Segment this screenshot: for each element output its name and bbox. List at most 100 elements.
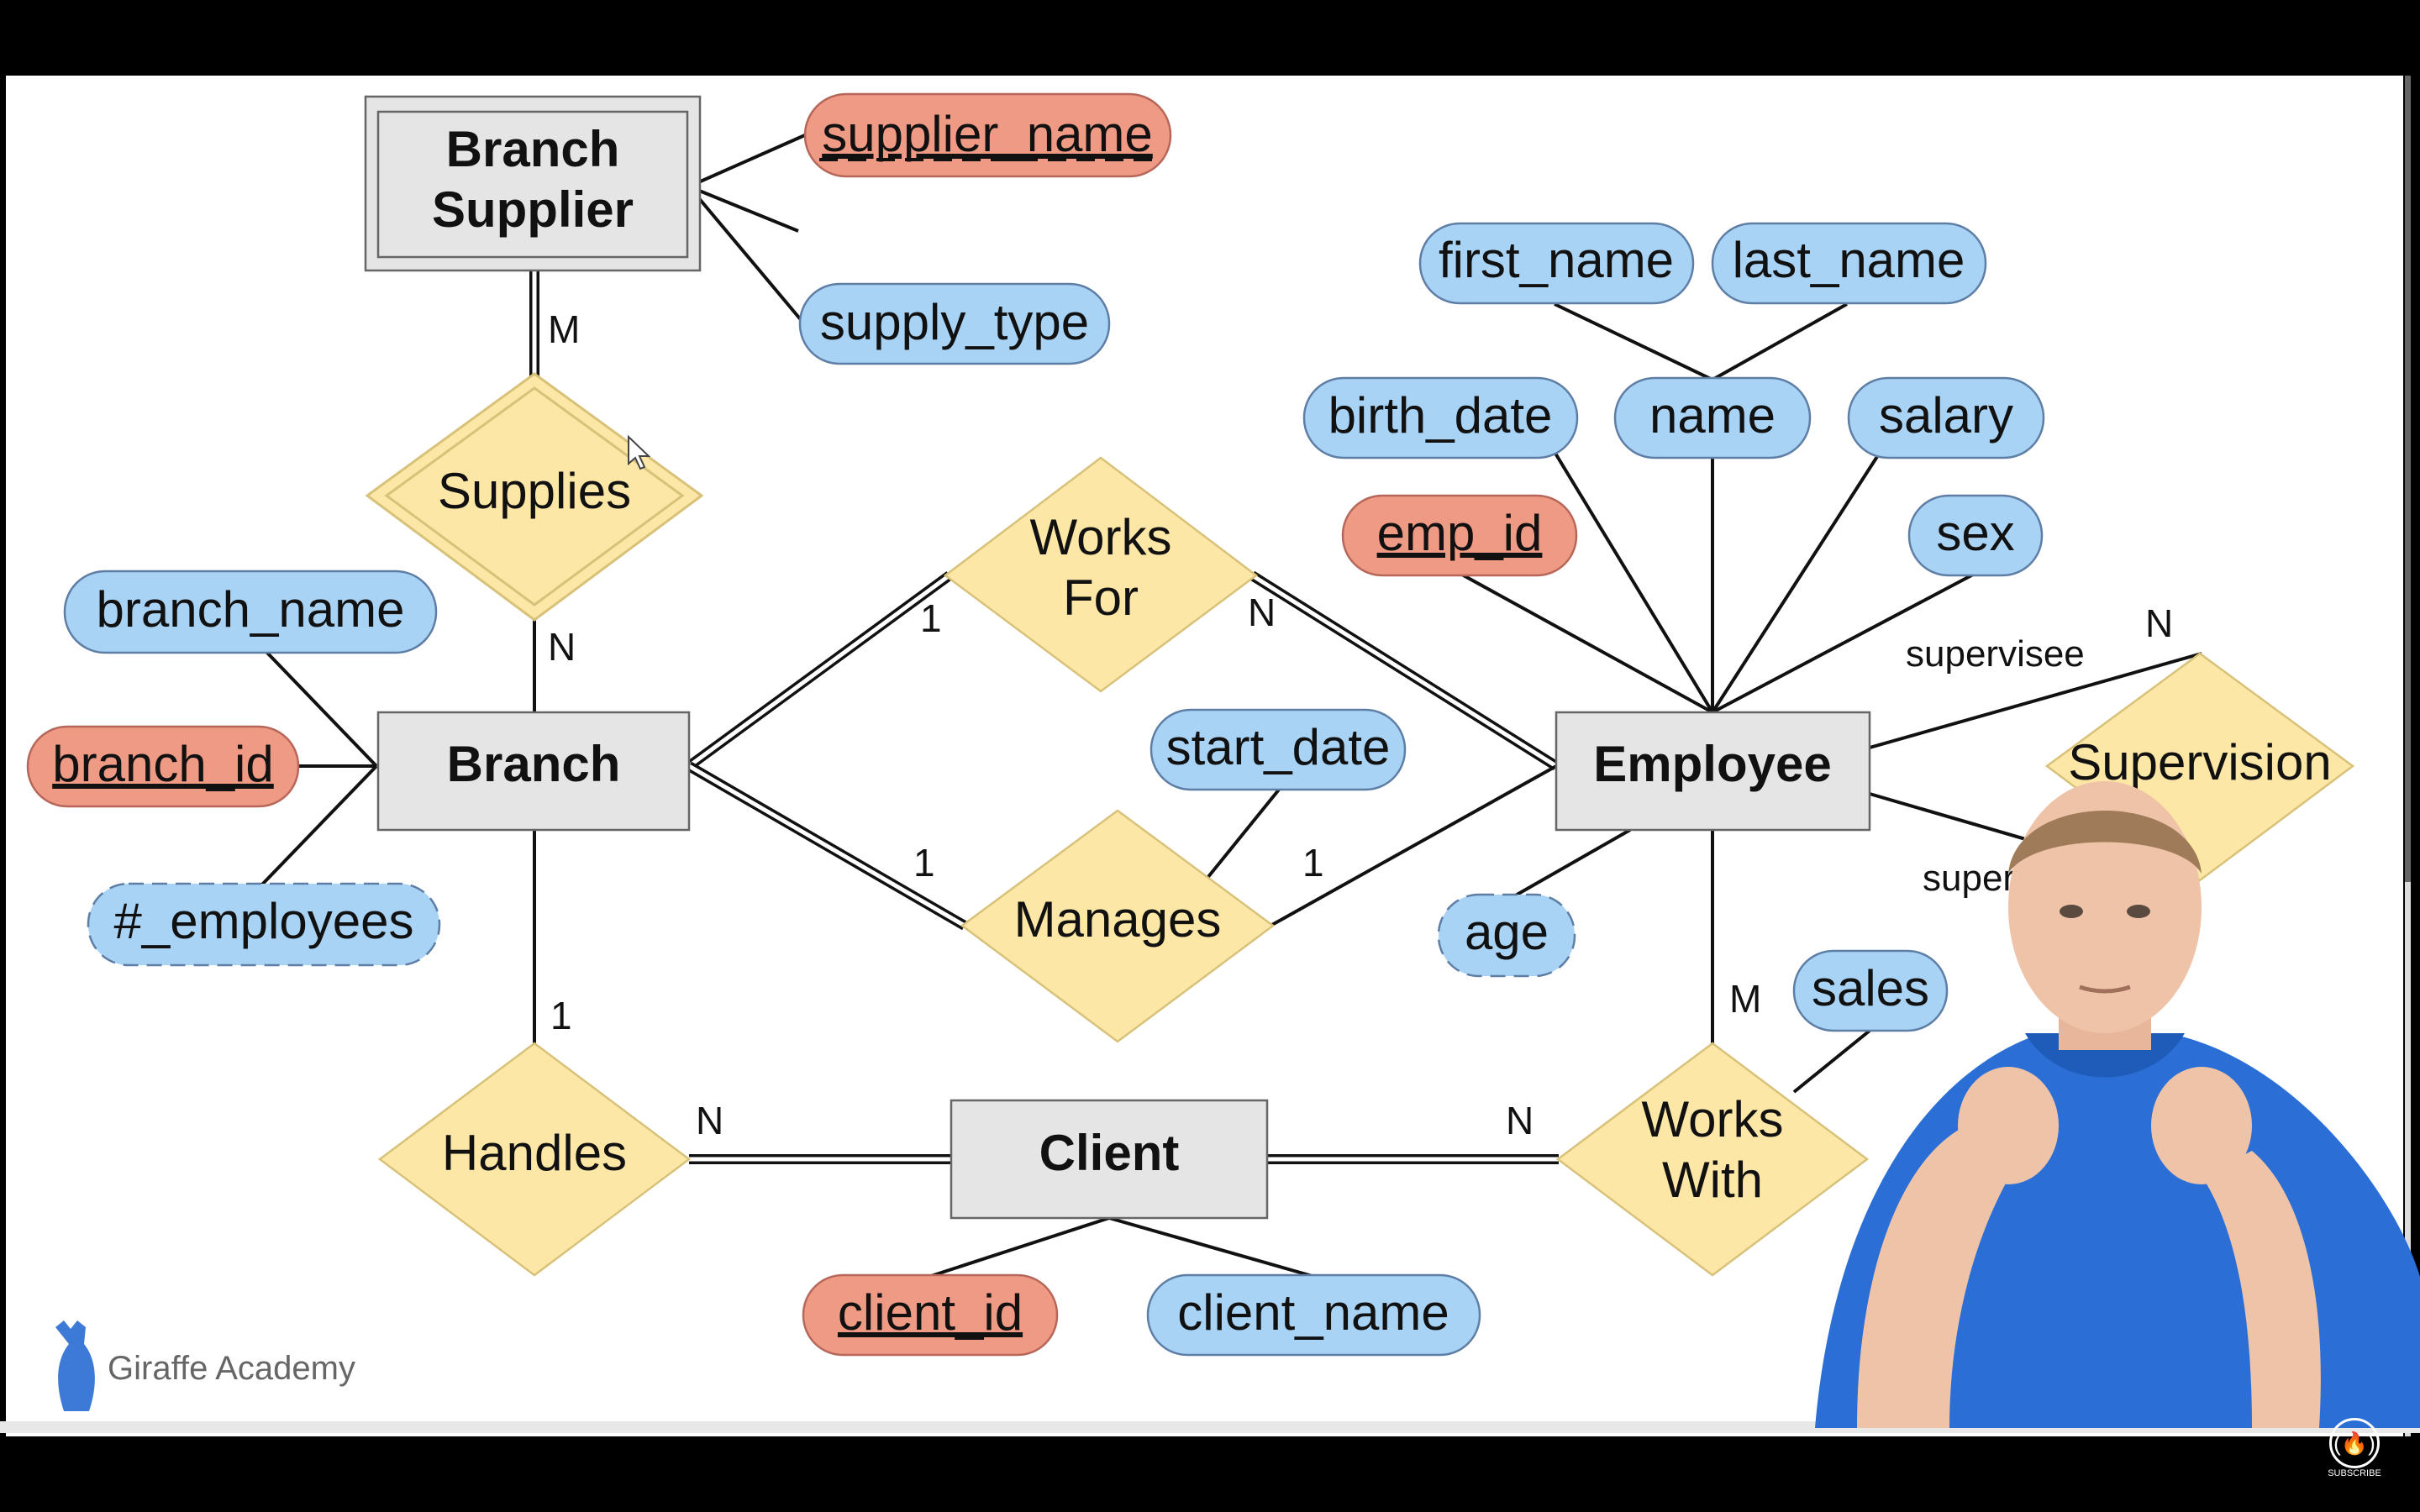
mouse-cursor-icon: [628, 434, 651, 470]
cardinality-supervisee: N: [2145, 601, 2173, 645]
attribute-label: emp_id: [1377, 505, 1543, 561]
attribute-birth-date: birth_date: [1302, 376, 1579, 459]
attribute-age: age: [1437, 893, 1576, 978]
relationship-label: Supervision: [2068, 734, 2332, 790]
attribute-label: start_date: [1166, 719, 1391, 775]
connector-birth-date: [1553, 450, 1714, 714]
attribute-client-name: client_name: [1146, 1273, 1481, 1357]
connector-start-date: [1206, 788, 1281, 879]
connector-client-id: [928, 1216, 1110, 1278]
cardinality-worksfor-employee: N: [1248, 591, 1276, 634]
attribute-start-date: start_date: [1150, 708, 1407, 791]
connector-supplier-name: [688, 133, 808, 188]
relationship-label: With: [1662, 1152, 1763, 1208]
attribute-label: branch_name: [97, 581, 405, 638]
presenter-video-overlay: [1815, 781, 2420, 1428]
attribute-label: first_name: [1439, 232, 1674, 288]
attribute-emp-id: emp_id: [1341, 494, 1578, 577]
relationship-label: Handles: [442, 1125, 627, 1181]
connector-supply-type: [687, 185, 804, 323]
scrollbar[interactable]: [2405, 76, 2411, 1436]
relationship-handles: Handles: [377, 1042, 692, 1277]
attribute-label: birth_date: [1328, 387, 1553, 444]
cardinality-branch-handles: 1: [550, 994, 572, 1037]
giraffe-academy-logo: [55, 1320, 95, 1411]
relationship-supplies: Supplies: [365, 372, 704, 622]
attribute-sales: sales: [1792, 949, 1949, 1032]
relationship-supervision: Supervision: [2044, 652, 2355, 882]
entity-label: Branch: [447, 736, 621, 792]
connector-manages-employee: [1270, 764, 1557, 927]
connector-sex: [1712, 572, 1975, 714]
entity-label: Client: [1039, 1125, 1180, 1181]
connector-age: [1512, 828, 1631, 899]
entity-label: Employee: [1593, 736, 1831, 792]
connector-branch-name: [264, 649, 378, 768]
relationship-works-for: Works For: [943, 456, 1259, 693]
attribute-supplier-name: supplier_name: [803, 92, 1172, 178]
relationship-works-with: Works With: [1555, 1042, 1870, 1277]
relationship-label: Works: [1030, 509, 1172, 565]
connector-first-name: [1554, 302, 1713, 381]
connector-supervisee: [1869, 652, 2202, 749]
entity-branch-supplier: Branch Supplier: [364, 95, 702, 272]
attribute-supply-type: supply_type: [798, 282, 1111, 365]
attribute-branch-id: branch_id: [26, 725, 300, 808]
attribute-label: client_name: [1177, 1284, 1449, 1341]
attribute-label: #_employees: [114, 893, 414, 949]
connector-salary: [1711, 454, 1880, 714]
video-progress-bar[interactable]: [0, 1421, 2420, 1433]
cardinality-branch-manages: 1: [913, 841, 935, 885]
attribute-label: salary: [1879, 387, 2013, 444]
entity-branch: Branch: [376, 711, 691, 832]
scrollbar-thumb[interactable]: [2405, 76, 2411, 882]
badge-label: SUBSCRIBE: [2328, 1468, 2381, 1478]
attribute-label: supply_type: [820, 294, 1089, 350]
cardinality-manages-employee: 1: [1302, 841, 1324, 885]
connector-emp-id: [1460, 572, 1713, 714]
giraffe-icon: [55, 1320, 95, 1411]
flame-icon: (🔥): [2329, 1418, 2380, 1468]
connector-num-employees: [259, 764, 378, 888]
connector-sales: [1792, 1029, 1871, 1094]
attribute-label: last_name: [1733, 232, 1965, 288]
entity-label: Branch: [446, 121, 620, 177]
relationship-label: Manages: [1014, 891, 1222, 948]
attribute-label: age: [1465, 904, 1549, 960]
connector-last-name: [1712, 302, 1848, 381]
entity-client: Client: [950, 1099, 1269, 1220]
attribute-last-name: last_name: [1711, 222, 1987, 305]
cardinality-supplier-supplies: M: [548, 307, 580, 351]
relationship-label: Supplies: [438, 463, 631, 519]
role-supervisee: supervisee: [1906, 633, 2085, 675]
connector-stub: [688, 185, 799, 233]
attribute-label: sales: [1812, 960, 1929, 1016]
cardinality-handles-client: N: [696, 1099, 723, 1142]
attribute-label: name: [1649, 387, 1776, 444]
cardinality-employee-workswith: M: [1729, 977, 1761, 1021]
entity-label: Supplier: [432, 181, 634, 238]
cardinality-client-workswith: N: [1506, 1099, 1534, 1142]
relationship-label: For: [1063, 570, 1139, 626]
attribute-branch-name: branch_name: [63, 570, 438, 654]
attribute-label: branch_id: [52, 736, 274, 792]
relationship-manages: Manages: [960, 809, 1276, 1043]
subscribe-badge[interactable]: (🔥) SUBSCRIBE: [2321, 1418, 2388, 1485]
logo-text: Giraffe Academy: [108, 1350, 355, 1387]
attribute-salary: salary: [1847, 376, 2045, 459]
cardinality-branch-worksfor: 1: [920, 596, 942, 640]
relationship-label: Works: [1642, 1091, 1784, 1147]
attribute-sex: sex: [1907, 494, 2044, 577]
entity-employee: Employee: [1555, 711, 1871, 832]
attribute-name: name: [1613, 376, 1812, 459]
attribute-label: client_id: [838, 1284, 1023, 1341]
attribute-label: supplier_name: [822, 106, 1153, 162]
cardinality-supplies-branch: N: [548, 625, 576, 669]
connector-client-name: [1108, 1216, 1316, 1278]
attribute-label: sex: [1936, 505, 2014, 561]
attribute-num-employees: #_employees: [87, 882, 441, 967]
attribute-first-name: first_name: [1418, 222, 1695, 305]
attribute-client-id: client_id: [802, 1273, 1059, 1357]
